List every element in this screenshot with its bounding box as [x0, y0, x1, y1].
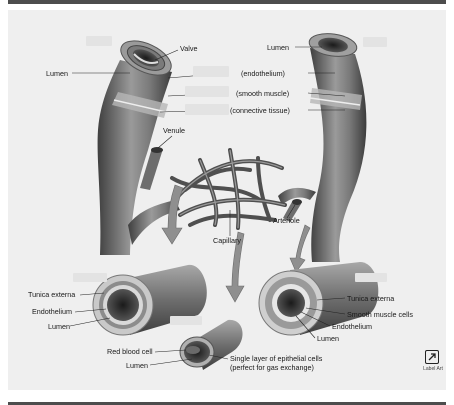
- label-lumen-artery-section: Lumen: [317, 334, 339, 343]
- label-art-text: Label Art: [421, 366, 445, 372]
- blank-box-layer-3: [185, 104, 229, 115]
- capillary-network: [172, 150, 285, 228]
- label-tunica-externa-vein: Tunica externa: [28, 290, 75, 299]
- label-arteriole: Arteriole: [273, 216, 300, 225]
- blank-box-artery: [363, 37, 387, 47]
- label-tunica-externa-artery: Tunica externa: [347, 294, 394, 303]
- label-capillary: Capillary: [213, 236, 241, 245]
- blank-box-vein-section: [73, 273, 107, 282]
- arteriole-opening: [292, 199, 302, 205]
- label-lumen-capillary: Lumen: [126, 361, 148, 370]
- label-smooth-muscle-cells: Smooth muscle cells: [347, 310, 413, 319]
- label-lumen-vein: Lumen: [46, 69, 68, 78]
- external-link-icon: [425, 350, 439, 364]
- vein-illustration: [98, 34, 180, 255]
- label-valve: Valve: [180, 44, 197, 53]
- label-single-layer: Single layer of epithelial cells: [230, 354, 322, 363]
- venule-opening: [151, 147, 163, 153]
- label-gas-exchange: (perfect for gas exchange): [230, 363, 314, 372]
- label-endothelium-artery: Endothelium: [332, 322, 372, 331]
- label-endothelium-layer: (endothelium): [241, 69, 285, 78]
- label-lumen-vein-section: Lumen: [48, 322, 70, 331]
- blank-box-capillary-section: [170, 316, 202, 325]
- blank-box-artery-section: [355, 273, 387, 282]
- label-smooth-muscle-layer: (smooth muscle): [236, 89, 289, 98]
- label-connective-tissue-layer: (connective tissue): [230, 106, 290, 115]
- label-art-button[interactable]: Label Art: [421, 350, 443, 374]
- blank-box-layer-2: [185, 86, 229, 97]
- label-red-blood-cell: Red blood cell: [107, 347, 153, 356]
- label-endothelium-vein: Endothelium: [32, 307, 72, 316]
- label-lumen-artery: Lumen: [267, 43, 289, 52]
- artery-illustration: [278, 31, 366, 262]
- label-venule: Venule: [163, 126, 185, 135]
- blank-box-vein: [86, 36, 112, 46]
- blank-box-layer-1: [193, 66, 229, 77]
